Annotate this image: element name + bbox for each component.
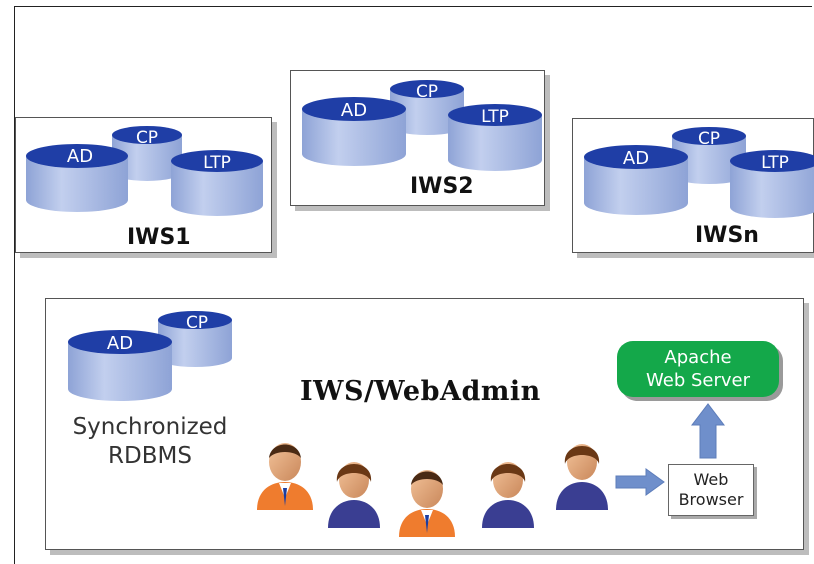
cylinder-ad: AD (26, 144, 128, 212)
arrow-right-icon (615, 468, 665, 496)
cylinder-cp: CP (158, 311, 232, 367)
cylinder-label: AD (107, 333, 133, 354)
cylinder-label: LTP (481, 107, 509, 127)
iwsn-cylinders: CP AD LTP (584, 127, 814, 218)
apache-web-server: Apache Web Server (617, 341, 779, 397)
cylinder-label: LTP (203, 153, 231, 173)
rdbms-label-line: RDBMS (108, 443, 192, 469)
rdbms-label-line: Synchronized (72, 414, 228, 440)
user-icon (257, 443, 313, 510)
browser-label-line: Browser (678, 490, 744, 509)
iws2-label: IWS2 (410, 174, 474, 199)
cylinder-label: AD (623, 148, 649, 169)
cylinder-ltp: LTP (448, 104, 542, 171)
iws2-cylinders: CP AD LTP (302, 80, 542, 171)
cylinder-label: LTP (761, 153, 789, 173)
web-browser-box: Web Browser (668, 464, 754, 516)
cylinder-label: AD (341, 100, 367, 121)
cylinder-ad: AD (68, 330, 172, 401)
cylinder-label: AD (67, 146, 93, 167)
cylinder-label: CP (416, 82, 438, 102)
cylinder-label: CP (186, 313, 208, 333)
cylinder-ad: AD (302, 97, 406, 166)
cylinder-label: CP (136, 128, 158, 148)
apache-label-line: Apache (664, 347, 732, 368)
user-icon (399, 470, 455, 537)
cylinder-cp: CP (672, 127, 746, 184)
frame-left-border (14, 6, 15, 564)
webadmin-cylinders: CP AD (68, 311, 232, 401)
iws1-cylinders: CP AD LTP (26, 126, 263, 216)
cylinder-ltp: LTP (171, 150, 263, 216)
browser-label-line: Web (693, 470, 729, 489)
user-icon (328, 462, 380, 528)
apache-label-line: Web Server (646, 370, 750, 391)
arrow-up-icon (690, 403, 726, 459)
user-icon (482, 462, 534, 528)
cylinder-ad: AD (584, 145, 688, 215)
cylinder-cp: CP (390, 80, 464, 135)
cylinder-ltp: LTP (730, 150, 814, 218)
webadmin-title: IWS/WebAdmin (300, 376, 541, 407)
iws1-label: IWS1 (127, 225, 191, 250)
cylinder-cp: CP (112, 126, 182, 181)
iwsn-label: IWSn (695, 223, 759, 248)
user-icon (556, 444, 608, 510)
rdbms-label: Synchronized RDBMS (60, 413, 240, 471)
cylinder-label: CP (698, 129, 720, 149)
frame-top-border (14, 6, 812, 7)
